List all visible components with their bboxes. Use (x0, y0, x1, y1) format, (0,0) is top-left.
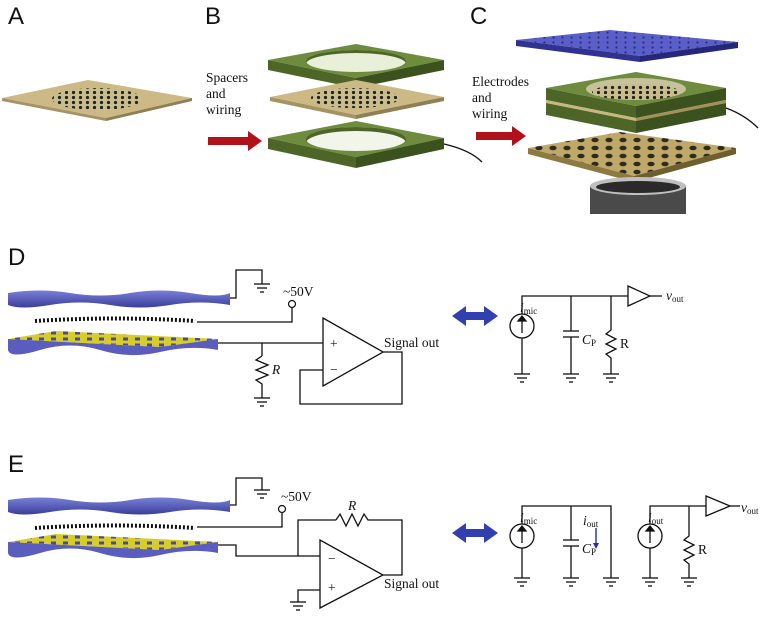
equivalent-circuit-e-right (637, 495, 740, 587)
iout-arrow-icon (593, 528, 599, 549)
step-c-line-1: Electrodes (472, 74, 529, 89)
cp-label-d: CP (582, 332, 596, 348)
imic-label-d: imic (520, 300, 537, 316)
op-amp-d (322, 316, 385, 388)
ground-icon (254, 489, 270, 499)
ground-icon (254, 283, 270, 293)
opamp-minus-e: − (328, 551, 336, 566)
equivalent-circuit-e-left (509, 505, 619, 587)
ground-wire-top-e (230, 477, 263, 506)
op-amp-e (319, 538, 385, 610)
feedback-resistor-icon (335, 512, 403, 576)
cp-label-e: CP (582, 541, 596, 557)
step-b-line-1: Spacers (206, 70, 248, 85)
plus-ground-wire (297, 589, 320, 602)
feedback-wire-d (299, 351, 403, 405)
vout-label-d: vout (666, 288, 684, 304)
iout-label-e-right: iout (648, 510, 664, 526)
panel-label-e: E (8, 451, 24, 478)
panel-label-c: C (470, 3, 487, 30)
red-arrow-icon (476, 126, 526, 146)
bottom-electrode-plate (528, 132, 736, 182)
step-b-line-3: wiring (206, 102, 241, 117)
step-c-line-2: and (472, 90, 492, 105)
signal-out-label-e: Signal out (384, 576, 439, 591)
resistor-icon (254, 355, 270, 398)
bias-terminal-e (277, 504, 287, 514)
bias-terminal (287, 299, 297, 309)
signal-wire-e (218, 544, 320, 557)
r-label-d: R (620, 336, 629, 351)
opamp-minus-d: − (330, 362, 338, 377)
spacer-stack (546, 72, 759, 133)
panel-label-d: D (8, 244, 25, 271)
yellow-plate-d (8, 331, 218, 356)
step-arrow-c: Electrodes and wiring (472, 74, 529, 146)
opamp-plus-d: + (330, 336, 338, 351)
blue-plate-d (8, 290, 230, 308)
bias-wire-e (197, 513, 283, 528)
membrane-dots-e (34, 523, 196, 530)
bias-voltage-label-e: ~50V (281, 489, 312, 504)
ground-icon (290, 601, 306, 611)
middle-membrane (270, 80, 444, 119)
equivalence-arrow-icon (452, 306, 498, 326)
vout-label-e: vout (741, 500, 759, 516)
top-electrode-plate (516, 30, 738, 62)
equivalent-circuit-d (509, 284, 662, 383)
imic-label-e: imic (520, 510, 537, 526)
top-spacer (268, 44, 444, 88)
housing-cylinder (590, 177, 686, 214)
panel-label-b: B (205, 3, 221, 30)
membrane-dots-d (34, 316, 196, 323)
bottom-spacer (268, 121, 483, 168)
iout-label-e-left: iout (583, 513, 599, 529)
opamp-plus-e: + (328, 580, 336, 595)
ground-icon (254, 397, 270, 407)
feedback-wire-e-left (297, 519, 336, 556)
resistor-label: R (271, 362, 281, 377)
bias-voltage-label: ~50V (283, 284, 314, 299)
step-b-line-2: and (206, 86, 226, 101)
signal-out-label-d: Signal out (384, 335, 439, 350)
ground-wire-top (230, 269, 263, 299)
red-arrow-icon (208, 131, 262, 151)
bias-wire (197, 308, 293, 323)
feedback-resistor-label: R (347, 498, 357, 513)
membrane-sheet-a (2, 80, 192, 121)
blue-plate-e (8, 497, 230, 515)
step-c-line-3: wiring (472, 106, 507, 121)
r-label-e: R (698, 542, 707, 557)
yellow-plate-e (8, 534, 218, 559)
equivalence-arrow-icon (452, 523, 498, 543)
panel-label-a: A (8, 3, 24, 30)
perforated-membrane-area (52, 88, 142, 110)
step-arrow-b: Spacers and wiring (206, 70, 262, 151)
